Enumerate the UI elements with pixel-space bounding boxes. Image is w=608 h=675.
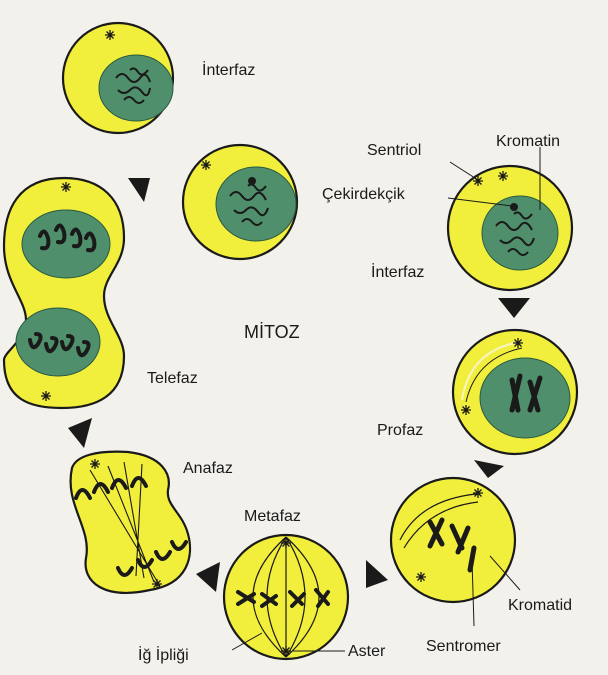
cell-telefaz xyxy=(2,176,126,410)
centriole-icon xyxy=(280,645,292,657)
label-kromatid: Kromatid xyxy=(508,597,573,614)
arrows xyxy=(68,178,530,592)
centriole-icon xyxy=(151,578,163,590)
arrow-icon xyxy=(128,178,150,202)
centriole-icon xyxy=(60,181,72,193)
centriole-icon xyxy=(512,337,524,349)
label-ig-ipligi: İğ İpliği xyxy=(138,647,189,664)
cell-interfaz-center xyxy=(181,143,299,261)
label-sentriol: Sentriol xyxy=(367,142,422,159)
label-anafaz: Anafaz xyxy=(183,460,233,477)
centriole-icon xyxy=(200,159,212,171)
center-title: MİTOZ xyxy=(244,322,300,342)
label-metafaz: Metafaz xyxy=(244,508,301,525)
centriole-icon xyxy=(89,458,101,470)
label-interfaz-top: İnterfaz xyxy=(202,62,256,79)
arrow-icon xyxy=(68,418,92,448)
cell-anafaz xyxy=(69,450,192,594)
centriole-icon xyxy=(472,487,484,499)
centriole-icon xyxy=(104,29,116,41)
centriole-icon xyxy=(415,571,427,583)
centriole-icon xyxy=(460,404,472,416)
label-cekirdekcik: Çekirdekçik xyxy=(322,186,405,203)
arrow-icon xyxy=(196,562,220,592)
centriole-icon xyxy=(40,390,52,402)
label-profaz: Profaz xyxy=(377,422,424,439)
label-aster: Aster xyxy=(348,643,386,660)
cell-profaz xyxy=(451,328,579,456)
cell-metafaz xyxy=(222,533,350,661)
arrow-icon xyxy=(474,460,504,478)
label-telefaz: Telefaz xyxy=(147,370,198,387)
cell-interfaz-right xyxy=(446,147,574,292)
cell-kromatid xyxy=(389,476,521,627)
arrow-icon xyxy=(366,560,388,588)
centriole-icon xyxy=(497,170,509,182)
centriole-icon xyxy=(280,537,292,549)
label-interfaz-right: İnterfaz xyxy=(371,264,425,281)
label-kromatin: Kromatin xyxy=(496,133,561,150)
cell-interfaz-top xyxy=(61,21,175,135)
label-sentromer: Sentromer xyxy=(426,638,501,655)
arrow-icon xyxy=(498,298,530,318)
